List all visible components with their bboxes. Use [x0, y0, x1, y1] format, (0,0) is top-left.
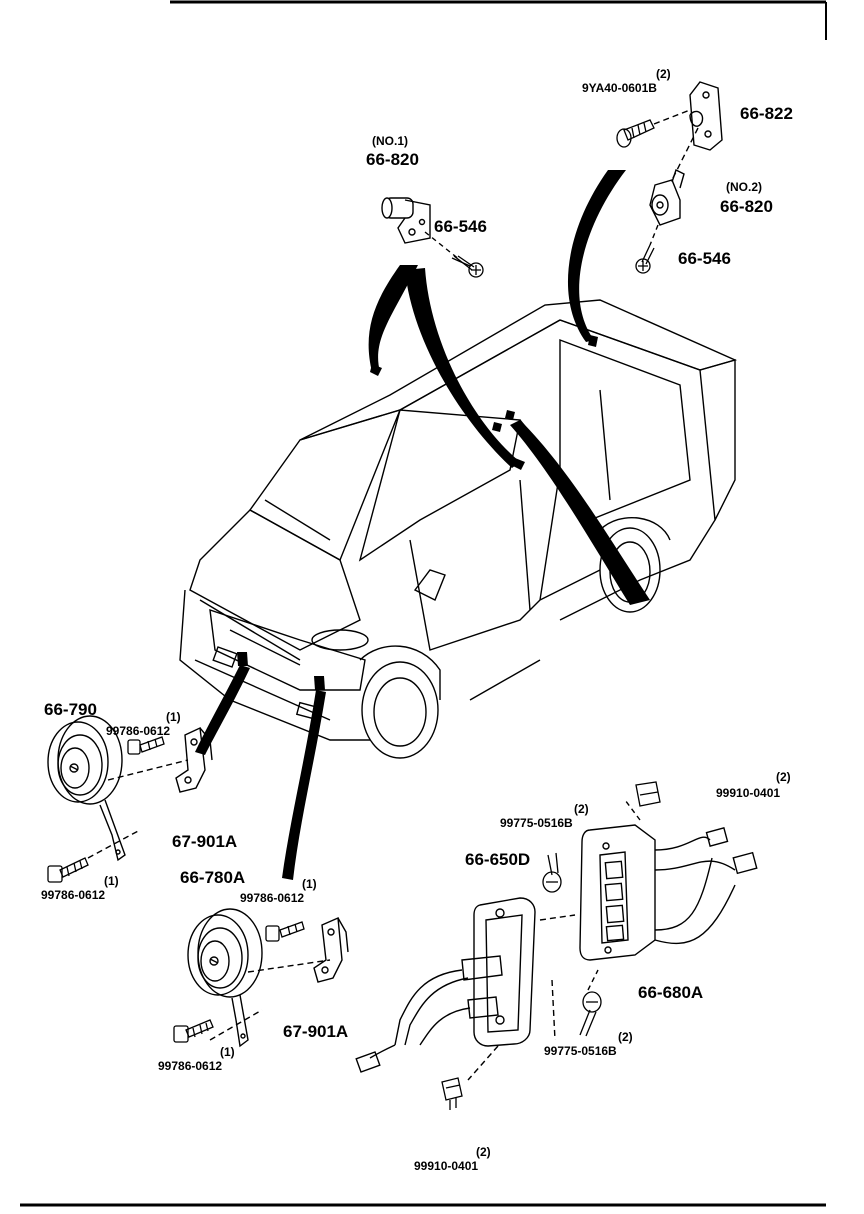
qty-99786-b: (1)	[104, 874, 119, 888]
part-label-66-820-no2: 66-820	[720, 197, 773, 216]
clip-99910-b	[441, 1077, 463, 1110]
qty-99786-a: (1)	[166, 710, 181, 724]
bolt-99786-a	[127, 736, 165, 755]
qty-9ya40: (2)	[656, 67, 671, 81]
part-label-67-901a-b: 67-901A	[283, 1022, 349, 1041]
switch-66-650d	[355, 897, 576, 1081]
screw-99775-b	[579, 991, 602, 1037]
part-label-66-780a: 66-780A	[180, 868, 246, 887]
part-label-99786-0612-a: 99786-0612	[106, 724, 171, 738]
qty-99910-a: (2)	[776, 770, 791, 784]
tag-no2: (NO.2)	[726, 180, 762, 194]
qty-99786-c: (1)	[302, 877, 317, 891]
bracket-66-822	[653, 81, 723, 181]
part-label-99910-0401-b: 99910-0401	[414, 1159, 479, 1173]
qty-99775-a: (2)	[574, 802, 589, 816]
tag-no1: (NO.1)	[372, 134, 408, 148]
part-label-66-546-a: 66-546	[434, 217, 487, 236]
door-switch-no1	[381, 197, 461, 261]
part-label-99786-0612-b: 99786-0612	[41, 888, 106, 902]
clip-99910-a	[635, 781, 661, 807]
screw-66-546-a	[451, 255, 484, 278]
part-label-66-790: 66-790	[44, 700, 97, 719]
part-label-99775-0516b-b: 99775-0516B	[544, 1044, 617, 1058]
bolt-99786-d	[173, 1019, 214, 1043]
bracket-67-901a-b	[313, 916, 349, 983]
leader-bands	[195, 170, 650, 880]
part-label-99910-0401-a: 99910-0401	[716, 786, 781, 800]
horn-66-790	[47, 715, 189, 862]
part-label-66-822: 66-822	[740, 104, 793, 123]
screw-66-546-b	[635, 244, 655, 274]
bolt-99786-b	[47, 857, 89, 883]
part-label-66-820-no1: 66-820	[366, 150, 419, 169]
screw-99775-a	[542, 852, 562, 893]
part-label-9ya40-0601b: 9YA40-0601B	[582, 81, 657, 95]
part-label-66-650d: 66-650D	[465, 850, 531, 869]
qty-99786-d: (1)	[220, 1045, 235, 1059]
part-label-66-546-b: 66-546	[678, 249, 731, 268]
bolt-99786-c	[265, 921, 305, 942]
part-label-67-901a-a: 67-901A	[172, 832, 238, 851]
bracket-67-901a-a	[175, 726, 213, 793]
part-label-99786-0612-d: 99786-0612	[158, 1059, 223, 1073]
switch-66-680a	[579, 799, 758, 991]
horn-66-780a	[187, 908, 331, 1048]
location-marks	[237, 335, 598, 690]
qty-99910-b: (2)	[476, 1145, 491, 1159]
part-label-66-680a: 66-680A	[638, 983, 704, 1002]
part-label-99786-0612-c: 99786-0612	[240, 891, 305, 905]
bolt-9ya40	[616, 119, 655, 148]
vehicle-outline	[179, 299, 738, 759]
qty-99775-b: (2)	[618, 1030, 633, 1044]
part-label-99775-0516b-a: 99775-0516B	[500, 816, 573, 830]
door-switch-no2	[649, 169, 685, 246]
